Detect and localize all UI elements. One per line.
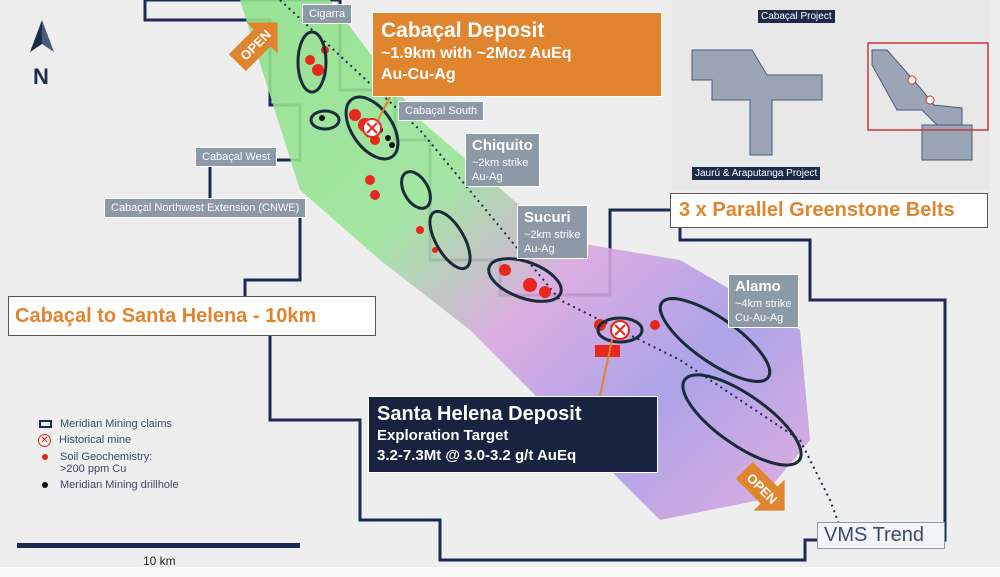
deposit-detail: 3.2-7.3Mt @ 3.0-3.2 g/t AuEq xyxy=(377,447,577,464)
historical-mine-cabacal[interactable] xyxy=(362,118,382,138)
label-cabacal-west: Cabaçal West xyxy=(195,147,278,168)
target-name: Cabaçal West xyxy=(202,151,271,163)
target-name: Alamo xyxy=(735,278,781,295)
deposit-detail: ~1.9km with ~2Moz AuEq xyxy=(381,45,572,62)
deposit-leaders xyxy=(377,96,613,397)
legend-label: Soil Geochemistry: xyxy=(60,451,153,463)
label-cabacal-south: Cabaçal South xyxy=(398,101,485,122)
deposit-detail: Exploration Target xyxy=(377,427,509,444)
deposit-name: Cabaçal Deposit xyxy=(381,19,545,42)
target-detail: ~4km strike xyxy=(735,297,792,310)
target-detail: Au-Ag xyxy=(524,242,555,255)
north-arrow-icon xyxy=(30,20,54,52)
north-label: N xyxy=(33,64,49,89)
scale-bar xyxy=(17,543,300,548)
inset-label-jauru: Jaurú & Araputanga Project xyxy=(692,167,821,180)
inset-extent-box xyxy=(867,42,989,131)
target-ellipses xyxy=(296,30,803,467)
historical-mine-icon xyxy=(925,95,935,105)
target-name: Chiquito xyxy=(472,137,533,154)
inset-map-graphic xyxy=(691,42,989,161)
target-name: Cabaçal Northwest Extension (CNWE) xyxy=(111,202,300,214)
label-cigarra: Cigarra xyxy=(302,4,353,25)
target-name: Cigarra xyxy=(309,8,346,20)
target-name: Sucuri xyxy=(524,209,571,226)
santa-helena-deposit-box: Santa Helena Deposit Exploration Target … xyxy=(368,396,658,473)
legend-label: Historical mine xyxy=(59,434,132,446)
target-name: Cabaçal South xyxy=(405,105,478,117)
vms-trend-extension xyxy=(799,439,846,541)
cabacal-deposit-box: Cabaçal Deposit ~1.9km with ~2Moz AuEq A… xyxy=(372,12,662,97)
target-detail: Cu-Au-Ag xyxy=(735,311,784,324)
red-dot-icon xyxy=(38,451,52,463)
legend-label: Meridian Mining drillhole xyxy=(60,479,179,491)
claims-outline-icon xyxy=(38,418,52,430)
target-detail: ~2km strike xyxy=(472,156,529,169)
legend-label: Meridian Mining claims xyxy=(60,418,172,430)
black-dot-icon xyxy=(38,479,52,491)
historical-mine-santa-helena[interactable] xyxy=(610,320,630,340)
historical-mine-icon: ✕ xyxy=(38,434,51,447)
historical-mine-icon xyxy=(907,75,917,85)
scale-label: 10 km xyxy=(143,554,176,568)
target-detail: Au-Ag xyxy=(472,170,503,183)
deposit-detail: Au-Cu-Ag xyxy=(381,66,456,83)
legend: Meridian Mining claims ✕Historical mine … xyxy=(38,418,179,495)
cabacal-claims xyxy=(871,49,973,161)
bottom-strip xyxy=(0,567,1000,577)
trend-distance-label: Cabaçal to Santa Helena - 10km xyxy=(8,296,376,336)
jauru-claims xyxy=(691,49,823,156)
legend-item: Meridian Mining drillhole xyxy=(38,479,179,491)
label-cnwe: Cabaçal Northwest Extension (CNWE) xyxy=(104,198,307,219)
inset-label-cabacal: Cabaçal Project xyxy=(758,10,835,23)
inset-caption: 3 x Parallel Greenstone Belts xyxy=(670,193,988,228)
legend-label: >200 ppm Cu xyxy=(60,463,127,475)
vms-trend-label: VMS Trend xyxy=(817,522,945,549)
inset-map: Cabaçal Project Jaurú & Araputanga Proje… xyxy=(672,0,990,190)
target-detail: ~2km strike xyxy=(524,228,581,241)
legend-item: Meridian Mining claims xyxy=(38,418,179,430)
legend-item: ✕ Historical mine xyxy=(38,434,179,447)
legend-item: Soil Geochemistry:>200 ppm Cu xyxy=(38,451,179,475)
deposit-name: Santa Helena Deposit xyxy=(377,403,582,425)
